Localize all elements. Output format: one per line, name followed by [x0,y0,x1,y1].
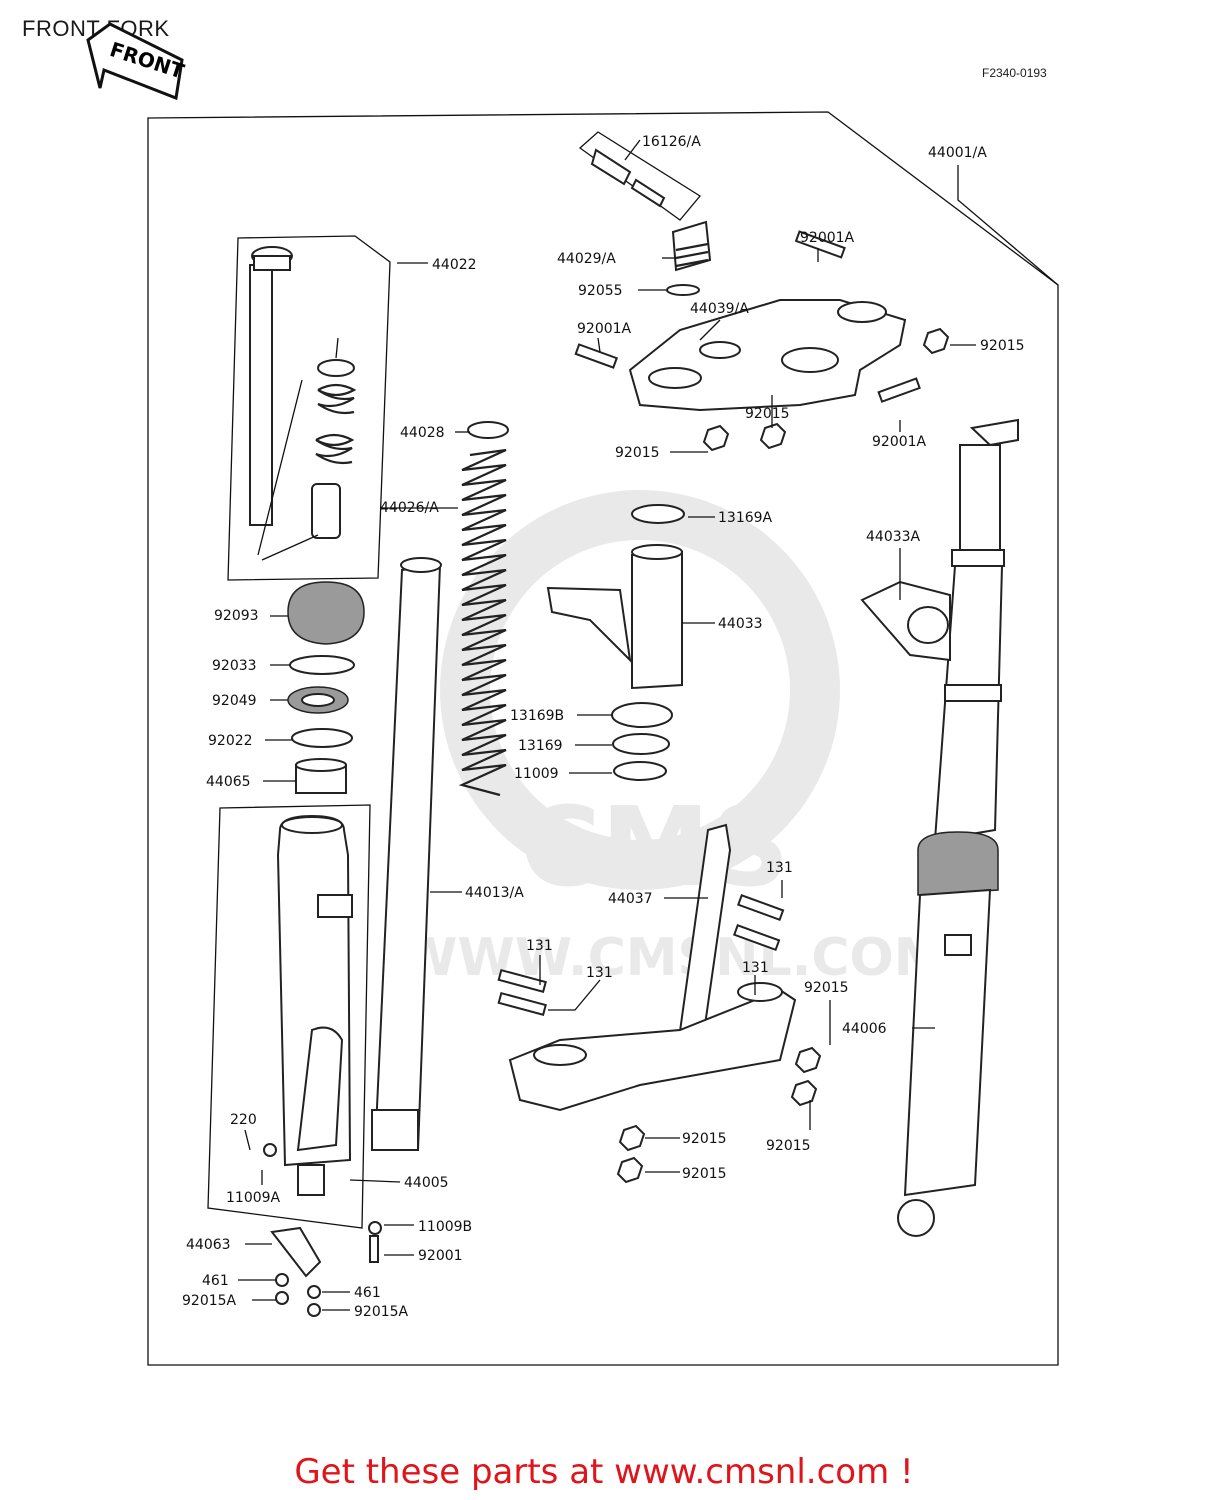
label-13169b: 13169B [510,708,564,724]
label-44039-a: 44039/A [690,301,749,317]
seal-stack [287,581,365,794]
label-131-a: 131 [766,860,793,876]
label-11009: 11009 [514,766,559,782]
label-13169a: 13169A [718,510,773,526]
label-92049: 92049 [212,693,257,709]
label-44063: 44063 [186,1237,231,1253]
damper-rod-44022 [249,246,357,561]
fork-spring-44026 [458,421,509,797]
leader-lines [238,139,1059,1311]
label-11009a: 11009A [226,1190,281,1206]
label-92015-left: 92015 [615,445,660,461]
label-131-d: 131 [742,960,769,976]
label-44029-a: 44029/A [557,251,616,267]
label-13169: 13169 [518,738,563,754]
label-16126-a: 16126/A [642,134,701,150]
inner-box-44005 [207,804,371,1229]
label-92055: 92055 [578,283,623,299]
label-44006: 44006 [842,1021,887,1037]
label-44033: 44033 [718,616,763,632]
label-461-b: 461 [354,1285,381,1301]
watermark-url: WWW.CMSNL.COM [400,928,945,988]
inner-box-44022 [227,235,391,581]
label-92015-b2: 92015 [682,1166,727,1182]
label-92015-b1: 92015 [682,1131,727,1147]
label-220: 220 [230,1112,257,1128]
label-131-b: 131 [526,938,553,954]
label-131-c: 131 [586,965,613,981]
label-92001: 92001 [418,1248,463,1264]
label-92015-r2: 92015 [804,980,849,996]
label-92033: 92033 [212,658,257,674]
inner-tube-44013 [371,557,442,1151]
outer-tube-44005 [263,814,353,1196]
label-44005: 44005 [404,1175,449,1191]
label-44028: 44028 [400,425,445,441]
label-92015a-b: 92015A [354,1304,409,1320]
diagram-border [147,111,1059,1366]
part-labels: 16126/A 44001/A 44022 92001A 44029/A 920… [182,134,1025,1320]
label-92015-mid: 92015 [745,406,790,422]
label-44001-a: 44001/A [928,145,987,161]
label-44022: 44022 [432,257,477,273]
watermark-logo: CMS WWW.CMSNL.COM [400,490,945,988]
diagram-code: F2340-0193 [982,66,1047,80]
stem-bearings [497,504,822,1184]
label-11009b: 11009B [418,1219,472,1235]
label-44037: 44037 [608,891,653,907]
label-44033a: 44033A [866,529,921,545]
lower-hardware [270,1221,382,1317]
label-92001a-right: 92001A [872,434,927,450]
label-92022: 92022 [208,733,253,749]
label-92093: 92093 [214,608,259,624]
assembled-fork-44006 [860,418,1019,1237]
label-92001a-top: 92001A [800,230,855,246]
label-44013-a: 44013/A [465,885,524,901]
label-92015-right: 92015 [980,338,1025,354]
label-92015a-a: 92015A [182,1293,237,1309]
watermark-cms: CMS [520,783,789,911]
label-92015-b3: 92015 [766,1138,811,1154]
footer-link[interactable]: Get these parts at www.cmsnl.com ! [294,1452,914,1492]
label-44026-a: 44026/A [380,500,439,516]
label-92001a-left: 92001A [577,321,632,337]
label-44065: 44065 [206,774,251,790]
label-461-a: 461 [202,1273,229,1289]
top-bridge-44039 [574,148,950,452]
front-arrow: FRONT [86,22,187,101]
parts-diagram: CMS WWW.CMSNL.COM FRONT [86,22,1059,1366]
